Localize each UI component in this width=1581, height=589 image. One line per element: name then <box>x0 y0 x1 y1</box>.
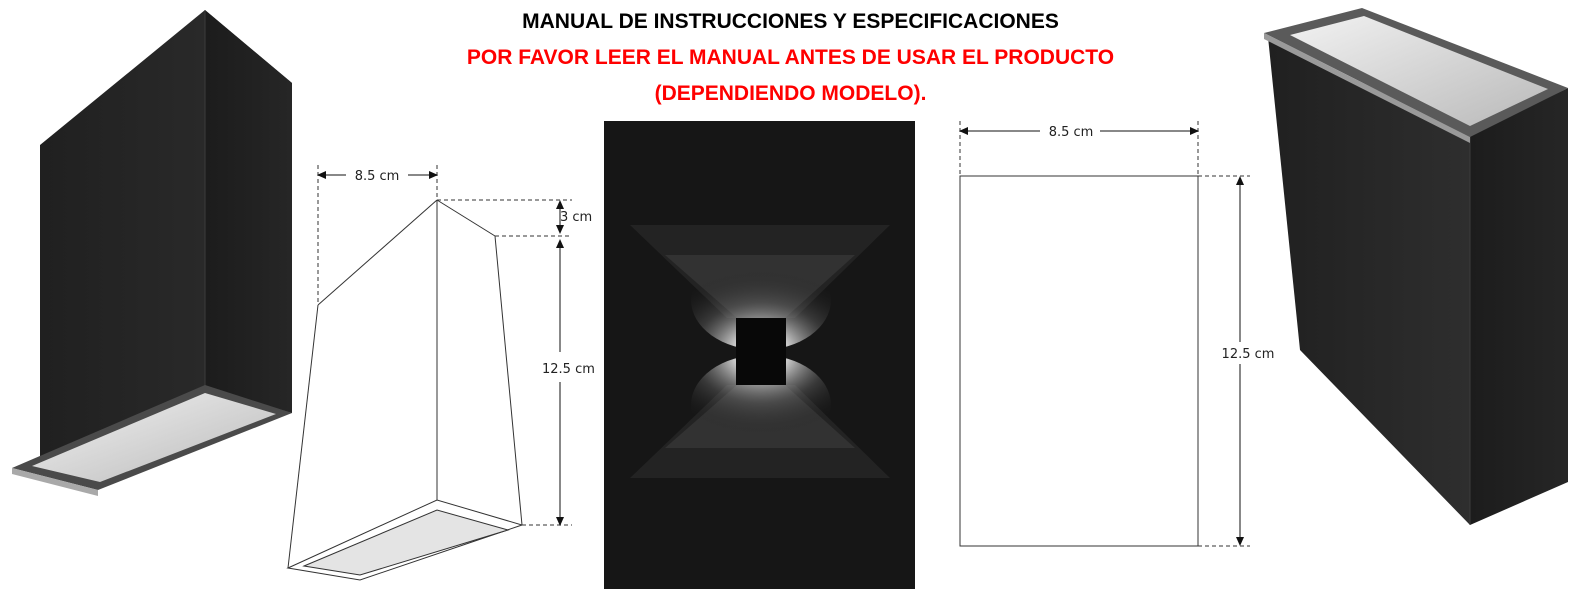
technical-drawing-right <box>959 121 1250 547</box>
dim-width-left: 8.5 cm <box>355 169 400 184</box>
technical-drawing-left <box>286 165 572 581</box>
lighting-photo <box>604 121 915 589</box>
warning-line-2: (DEPENDIENDO MODELO). <box>654 82 927 105</box>
dim-height-right: 12.5 cm <box>1222 347 1275 362</box>
product-render-left <box>12 10 292 496</box>
dim-top-left: 3 cm <box>560 210 592 225</box>
dim-height-left: 12.5 cm <box>542 362 595 377</box>
dim-width-right: 8.5 cm <box>1049 125 1094 140</box>
page-title: MANUAL DE INSTRUCCIONES Y ESPECIFICACION… <box>522 10 1059 33</box>
product-render-right <box>1264 8 1568 525</box>
dim-label-bg <box>540 352 604 382</box>
warning-line-1: POR FAVOR LEER EL MANUAL ANTES DE USAR E… <box>466 46 1115 69</box>
dim-label-bg-right <box>1218 342 1278 364</box>
header: MANUAL DE INSTRUCCIONES Y ESPECIFICACION… <box>0 4 1581 112</box>
